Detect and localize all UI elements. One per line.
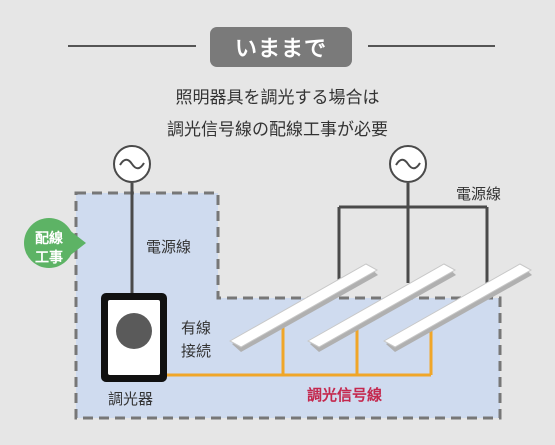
wiring-area	[74, 191, 502, 420]
description-line-2: 調光信号線の配線工事が必要	[167, 120, 388, 140]
wiring-work-badge	[24, 218, 86, 268]
light-fixture-icon	[382, 263, 533, 352]
power-line-left-label: 電源線	[146, 238, 192, 256]
power-line-right-label: 電源線	[456, 185, 502, 203]
ac-power-symbol-icon	[113, 145, 151, 183]
ac-power-symbol-icon	[389, 145, 427, 183]
page-title: いままで	[210, 27, 352, 67]
wiring-badge-line-2: 工事	[35, 250, 63, 266]
dimmer-switch-icon	[101, 293, 167, 382]
power-line-right	[337, 183, 489, 283]
dimming-signal-line-label: 調光信号線	[307, 386, 383, 404]
light-fixture-icon	[228, 263, 379, 352]
wiring-badge-line-1: 配線	[35, 231, 63, 247]
wiring-badge-text: 配線 工事	[24, 230, 74, 268]
description-line-1: 照明器具を調光する場合は	[175, 88, 380, 108]
dimmer-label: 調光器	[108, 390, 154, 408]
light-fixture-icon	[306, 263, 457, 352]
wired-connection-label-2: 接続	[181, 342, 212, 360]
wired-connection-label-1: 有線	[181, 319, 212, 337]
